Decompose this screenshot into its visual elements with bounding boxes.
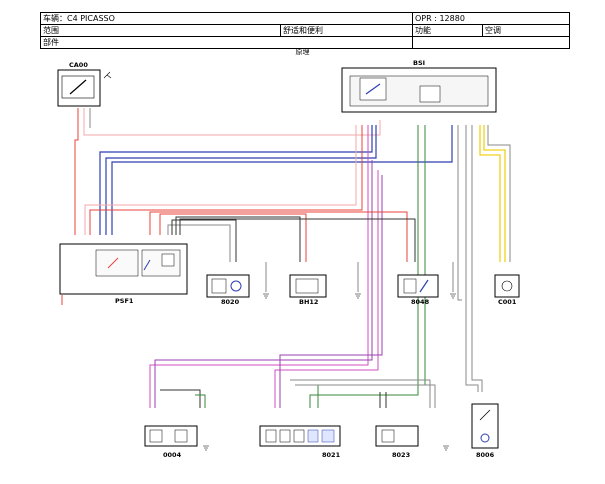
wire-bsi-gray-2 (465, 125, 479, 392)
ca00-needle (69, 79, 87, 95)
header-table: 车辆：C4 PICASSO OPR : 12880 范围 舒适和便利 功能 空调… (40, 12, 570, 49)
c8020-inner (211, 278, 227, 294)
ground-icon-3 (450, 293, 456, 299)
c8006-fan-icon (480, 433, 490, 443)
c0004-inner-a (149, 429, 163, 443)
label-8023: 8023 (392, 451, 411, 459)
wire-ca00-pink (83, 108, 381, 136)
c8006-sensor-icon (479, 409, 491, 421)
wire-psf1-dark-bh12 (175, 216, 301, 262)
wire-bsi-green-1 (309, 125, 419, 408)
function-value: 空调 (485, 26, 501, 35)
wire-psf1-dark-8048 (179, 218, 416, 262)
wire-bsi-red-1 (89, 125, 363, 235)
wire-bsi-blue-1 (99, 125, 373, 235)
c8021-btn-3 (293, 429, 305, 443)
label-ca00: CA00 (69, 61, 88, 69)
c8023-inner (381, 429, 395, 443)
bh12-inner (295, 278, 319, 294)
bsi-module-2 (419, 85, 441, 103)
wire-8021-gray-b (295, 384, 436, 408)
wire-bsi-magenta-1 (149, 125, 369, 408)
wire-bsi-gray-3 (471, 125, 483, 392)
wire-bsi-purple-4 (279, 175, 383, 408)
psf1-relay (161, 253, 175, 267)
c001-connector-icon (501, 280, 513, 292)
wire-bsi-yellow-1 (479, 125, 501, 262)
label-psf1: PSF1 (115, 297, 134, 305)
wire-psf1-red-8048 (149, 211, 408, 262)
opr-label: OPR : 12880 (415, 14, 465, 23)
label-8021: 8021 (322, 451, 341, 459)
c8048-inner (403, 278, 417, 294)
header-row-scope: 范围 舒适和便利 功能 空调 (41, 25, 569, 37)
wire-8021-gray-a (290, 379, 431, 408)
wire-0004-green (195, 394, 206, 408)
wire-bsi-gray-c001 (487, 125, 511, 262)
ground-icon-5 (443, 445, 449, 451)
c8021-btn-1 (265, 429, 277, 443)
label-8020: 8020 (221, 298, 240, 306)
c8021-btn-4 (307, 429, 319, 443)
function-label: 功能 (413, 25, 483, 36)
psf1-switch-red (107, 257, 119, 269)
c0004-inner-b (174, 429, 188, 443)
wire-0004-dark (160, 389, 201, 408)
label-8048: 8048 (411, 298, 430, 306)
c8020-fan-icon (230, 280, 242, 292)
label-8006: 8006 (476, 451, 495, 459)
diagram-title: 原理 (295, 48, 310, 56)
bsi-switch-blue (365, 83, 381, 95)
c8021-btn-5 (321, 429, 335, 443)
header-row-part: 部件 (41, 37, 569, 49)
wire-bsi-pink-2 (84, 125, 357, 235)
part-label: 部件 (41, 37, 413, 48)
header-row-vehicle: 车辆：C4 PICASSO OPR : 12880 (41, 13, 569, 25)
wire-bsi-blue-3 (111, 125, 453, 235)
ca00-antenna-icon (103, 71, 112, 79)
wire-bsi-gray-1 (457, 125, 462, 301)
wire-bsi-magenta-3 (274, 170, 379, 408)
c8048-sensor-icon (419, 279, 429, 293)
label-0004: 0004 (163, 451, 182, 459)
label-bsi: BSI (413, 59, 426, 67)
wire-bsi-yellow-2 (483, 125, 506, 262)
ground-icon-2 (355, 293, 361, 299)
wire-bsi-magenta-2 (154, 160, 373, 408)
wire-psf1-red-bh12 (159, 213, 307, 262)
label-bh12: BH12 (299, 298, 319, 306)
wire-ca00-red (74, 108, 79, 235)
vehicle-label: 车辆：C4 PICASSO (41, 13, 413, 24)
ground-icon-1 (263, 293, 269, 299)
wire-bsi-blue-2 (105, 125, 377, 235)
wire-psf1-gray-8020 (167, 224, 231, 262)
wire-psf1-dark-8020 (171, 219, 237, 262)
psf1-inner-a (95, 249, 139, 277)
scope-label: 范围 (41, 25, 281, 36)
ground-icon-4 (203, 445, 209, 451)
scope-value: 舒适和便利 (281, 25, 413, 36)
psf1-switch-blue (143, 259, 151, 271)
label-c001: C001 (498, 298, 517, 306)
c8021-btn-2 (279, 429, 291, 443)
